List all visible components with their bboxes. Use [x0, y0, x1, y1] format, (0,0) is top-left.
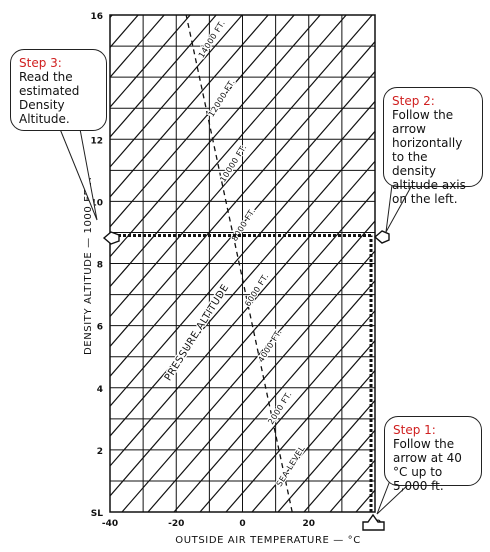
- step3-callout: Step 3: Read the estimated Density Altit…: [10, 49, 107, 131]
- y-tick-label: 6: [97, 323, 103, 333]
- density-diagonal: [110, 15, 269, 198]
- plot-frame: [109, 14, 376, 513]
- x-tick-label: -40: [102, 519, 118, 529]
- altitude-grid: [110, 45, 375, 482]
- density-diagonal: [199, 309, 375, 512]
- density-diagonal: [110, 100, 375, 408]
- step3-text: Read the estimated Density Altitude.: [19, 70, 80, 126]
- density-diagonal: [110, 15, 321, 258]
- step2-arrow-icon: [373, 230, 390, 244]
- y-tick-label: 2: [97, 447, 103, 457]
- density-diagonal: [147, 250, 375, 512]
- density-diagonal: [110, 15, 347, 288]
- step3-arrow-icon: [102, 231, 120, 245]
- step1-arrow-icon: [362, 513, 385, 531]
- density-lines: [110, 15, 375, 512]
- density-diagonal: [110, 40, 375, 348]
- y-tick-label: SL: [91, 509, 103, 519]
- density-diagonal: [110, 70, 375, 378]
- density-diagonal: [110, 15, 295, 228]
- x-axis-title: OUTSIDE AIR TEMPERATURE — °C: [175, 535, 361, 546]
- step2-title: Step 2:: [392, 94, 435, 108]
- step2-text: Follow the arrow horizontally to the den…: [392, 108, 466, 206]
- x-tick-label: -20: [168, 519, 184, 529]
- density-diagonal: [173, 279, 375, 512]
- step1-title: Step 1:: [393, 423, 436, 437]
- y-tick-label: 16: [90, 12, 103, 22]
- step1-text: Follow the arrow at 40 °C up to 5,000 ft…: [393, 437, 462, 493]
- density-diagonal: [110, 160, 375, 467]
- step3-title: Step 3:: [19, 56, 62, 70]
- density-diagonal: [110, 15, 373, 318]
- step2-callout: Step 2: Follow the arrow horizontally to…: [383, 87, 483, 206]
- y-tick-label: 10: [90, 198, 103, 208]
- density-diagonal: [251, 369, 375, 512]
- density-diagonal: [121, 220, 375, 512]
- y-tick-label: 8: [97, 261, 103, 271]
- step1-callout: Step 1: Follow the arrow at 40 °C up to …: [384, 416, 482, 493]
- x-tick-label: 0: [239, 519, 245, 529]
- density-diagonal: [110, 130, 375, 438]
- x-tick-label: 20: [302, 519, 315, 529]
- density-diagonal: [110, 15, 243, 168]
- density-diagonal: [225, 339, 375, 512]
- density-diagonal: [110, 15, 191, 109]
- density-diagonal: [110, 190, 375, 497]
- y-tick-label: 12: [90, 136, 103, 146]
- y-tick-label: 4: [97, 385, 103, 395]
- y-axis-title: DENSITY ALTITUDE — 1000 FEET: [83, 175, 94, 355]
- density-diagonal: [277, 399, 375, 512]
- pressure-altitude-curve: [185, 14, 293, 513]
- density-diagonal: [110, 15, 217, 139]
